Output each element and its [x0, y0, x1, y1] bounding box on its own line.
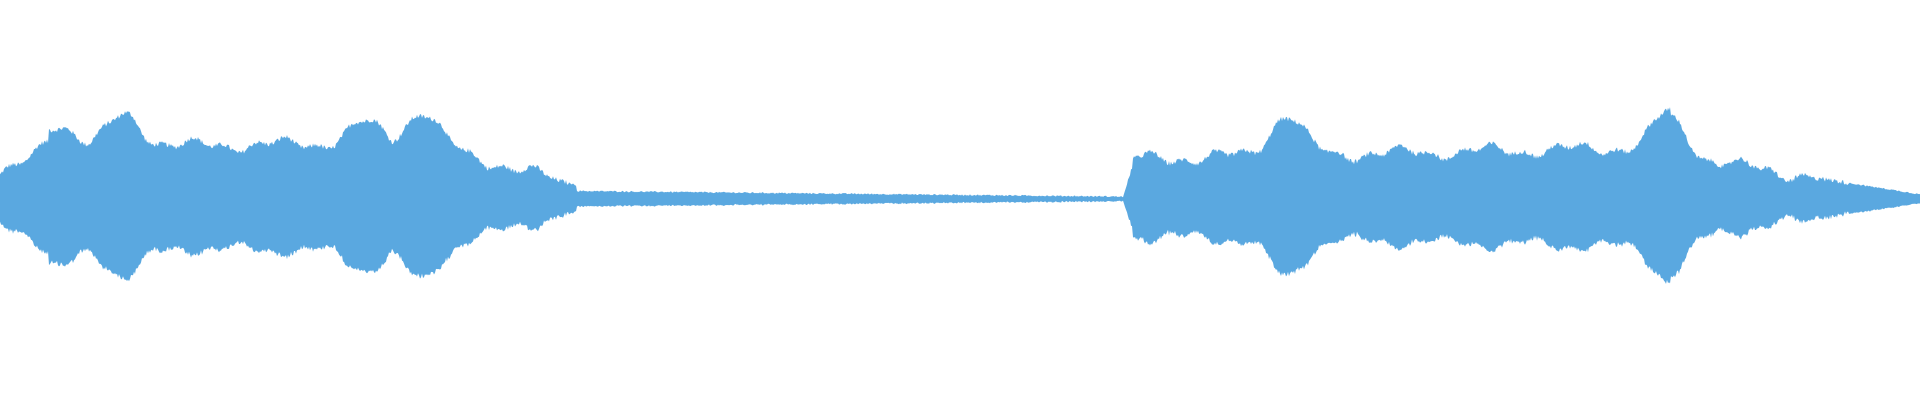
waveform-shape [0, 107, 1920, 284]
